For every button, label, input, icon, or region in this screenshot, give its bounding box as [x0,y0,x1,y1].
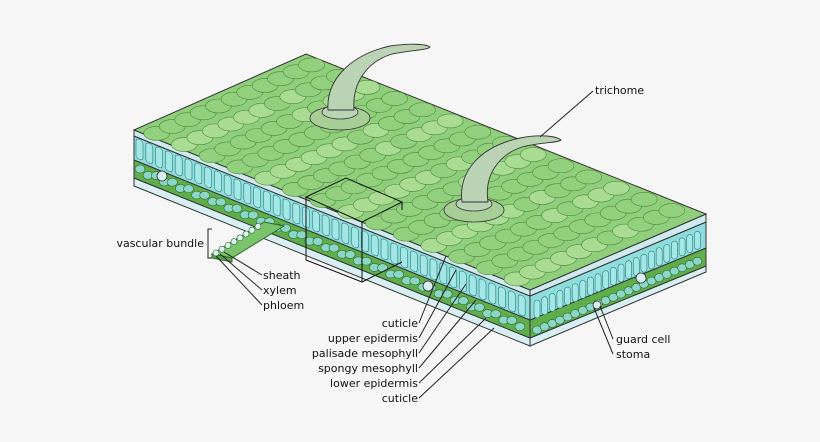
label-phloem: phloem [263,299,304,312]
label-cuticle-bottom: cuticle [382,392,418,405]
vascular-bundle-cells [212,223,262,257]
leaf-upper-surface [132,53,708,291]
stoma-clusters [156,170,647,310]
magnification-box [304,177,404,283]
label-sheath: sheath [263,269,301,282]
right-face-cells [532,230,703,335]
label-spongy-mesophyll: spongy mesophyll [318,362,418,375]
leaf-right-face [529,213,707,347]
trichome-right [443,135,562,223]
palisade-cells [135,138,526,317]
trichome-left [309,43,431,131]
label-trichome: trichome [595,84,644,97]
label-cuticle-top: cuticle [382,317,418,330]
label-guard-cell: guard cell [616,333,670,346]
label-lower-epidermis: lower epidermis [330,377,418,390]
epidermal-cell-pattern [143,57,686,287]
leader-lines [207,90,614,399]
label-upper-epidermis: upper epidermis [328,332,418,345]
label-stoma: stoma [616,348,650,361]
label-palisade-mesophyll: palisade mesophyll [312,347,418,360]
labels: trichome vascular bundle sheath xylem ph… [116,84,670,405]
label-vascular-bundle: vascular bundle [116,237,204,250]
label-xylem: xylem [263,284,297,297]
